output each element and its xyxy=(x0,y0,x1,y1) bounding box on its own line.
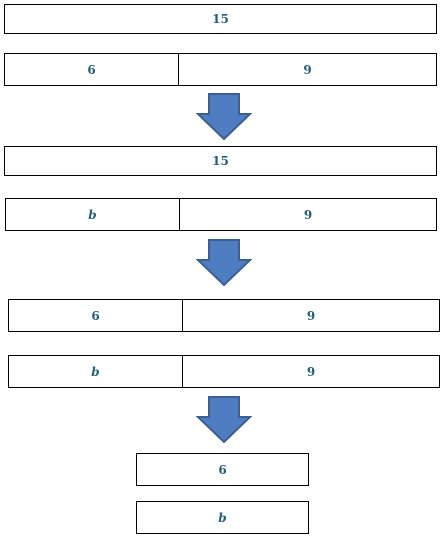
step3-part-b: b xyxy=(91,364,100,379)
arrow-down-icon xyxy=(196,396,252,444)
arrow-down-icon xyxy=(196,93,252,141)
step1-total-bar: 15 xyxy=(4,4,437,34)
step3-part-6: 6 xyxy=(91,308,100,323)
step3-unknown-bar: b 9 xyxy=(8,355,440,388)
step1-part-9: 9 xyxy=(178,54,436,85)
step2-total-bar: 15 xyxy=(4,146,437,176)
step1-total-label: 15 xyxy=(212,12,229,26)
arrow-down-icon xyxy=(196,239,252,287)
step4-part-b: b xyxy=(218,510,227,525)
step4-part-6: 6 xyxy=(218,462,227,477)
step2-part-9: 9 xyxy=(179,199,436,230)
step1-part-6: 6 xyxy=(87,62,96,77)
step2-total-label: 15 xyxy=(212,154,229,168)
step2-part-b: b xyxy=(88,207,97,222)
step3-part-9: 9 xyxy=(182,300,439,331)
step4-known-bar: 6 xyxy=(136,453,309,486)
step3-known-bar: 6 9 xyxy=(8,299,440,332)
step1-parts-bar: 6 9 xyxy=(4,53,437,86)
step4-unknown-bar: b xyxy=(136,501,309,534)
step3-part-9-second: 9 xyxy=(182,356,439,387)
step2-parts-bar: b 9 xyxy=(5,198,437,231)
